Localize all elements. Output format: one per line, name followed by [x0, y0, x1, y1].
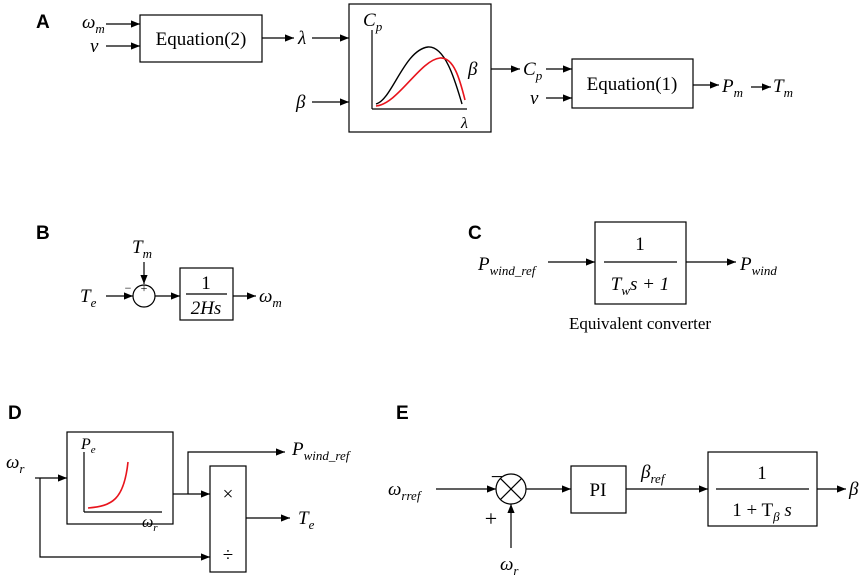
panel-b: B Tm Te + − 1 2Hs ωm [36, 223, 282, 321]
panel-e-label: E [396, 403, 409, 424]
a-v-input-label: v [90, 36, 99, 57]
cp-curve-red [375, 57, 466, 107]
a-v2-label: v [530, 88, 539, 109]
a-pm-label: Pm [721, 76, 743, 100]
b-minus-sign: − [125, 281, 132, 295]
d-pe-curve [87, 461, 129, 509]
b-num: 1 [201, 273, 211, 294]
d-mul-div-block [209, 465, 247, 573]
e-pi-block [570, 465, 627, 514]
d-plot-wr-label: ωr [142, 514, 158, 534]
d-div-sign: ÷ [223, 545, 233, 566]
e-pi-label: PI [590, 480, 607, 501]
d-bypass-wire [39, 478, 188, 558]
panel-a: A ωm v Equation(2) λ β Cp λ β Cp v Equat… [36, 3, 793, 133]
c-output-label: Pwind [739, 254, 777, 278]
e-beta-output-label: β [848, 479, 859, 500]
d-pe-plot-block [66, 431, 174, 525]
equation1-block [571, 58, 694, 109]
e-plus-sign: + [485, 506, 497, 531]
equation1-label: Equation(1) [587, 74, 678, 95]
a-tm-label: Tm [773, 76, 793, 100]
d-omega-r-input-label: ωr [6, 452, 25, 476]
e-omega-r-label: ωr [500, 554, 519, 578]
e-junction-cross-b [499, 477, 523, 501]
e-beta-ref-label: βref [640, 462, 667, 486]
d-pref-wire [187, 451, 260, 494]
b-te-label: Te [80, 286, 97, 310]
b-omega-m-output-label: ωm [259, 286, 282, 310]
panel-e: E ωrref − + ωr PI βref 1 1 + Tβ s β [388, 403, 859, 578]
cp-curve-black [375, 46, 463, 105]
panel-c: C Pwind_ref 1 Tws + 1 Pwind Equivalent c… [468, 221, 777, 333]
d-plot-pe-label: Pe [80, 436, 96, 456]
panel-d-label: D [8, 403, 22, 424]
a-omega-m-input-label: ωm [82, 12, 105, 36]
b-plus-sign: + [141, 281, 148, 295]
d-mul-sign: × [223, 484, 234, 505]
cp-lambda-plot-block [348, 3, 492, 133]
a-cp-label: Cp [523, 59, 543, 83]
panel-d: D ωr Pe ωr Pwind_ref × ÷ Te [6, 403, 352, 573]
a-lambda-label: λ [297, 28, 306, 49]
c-input-label: Pwind_ref [477, 254, 538, 278]
a-beta-input-label: β [295, 92, 306, 113]
c-num: 1 [635, 234, 645, 255]
e-omega-rref-label: ωrref [388, 479, 423, 503]
panel-c-label: C [468, 223, 482, 244]
c-den: Tws + 1 [611, 274, 669, 298]
b-den: 2Hs [191, 298, 222, 319]
d-pref-label: Pwind_ref [291, 439, 352, 463]
e-den: 1 + Tβ s [732, 500, 792, 524]
panel-b-label: B [36, 223, 50, 244]
panel-a-label: A [36, 12, 50, 33]
d-te-label: Te [298, 508, 315, 532]
e-num: 1 [757, 463, 767, 484]
cp-plot-x-label: λ [460, 115, 468, 132]
cp-plot-beta-label: β [467, 59, 478, 80]
c-converter-block [594, 221, 687, 305]
c-caption: Equivalent converter [569, 314, 711, 333]
equation2-block [139, 14, 263, 63]
b-tm-label: Tm [132, 237, 152, 261]
equation2-label: Equation(2) [156, 29, 247, 50]
cp-plot-y-label: Cp [363, 10, 383, 34]
